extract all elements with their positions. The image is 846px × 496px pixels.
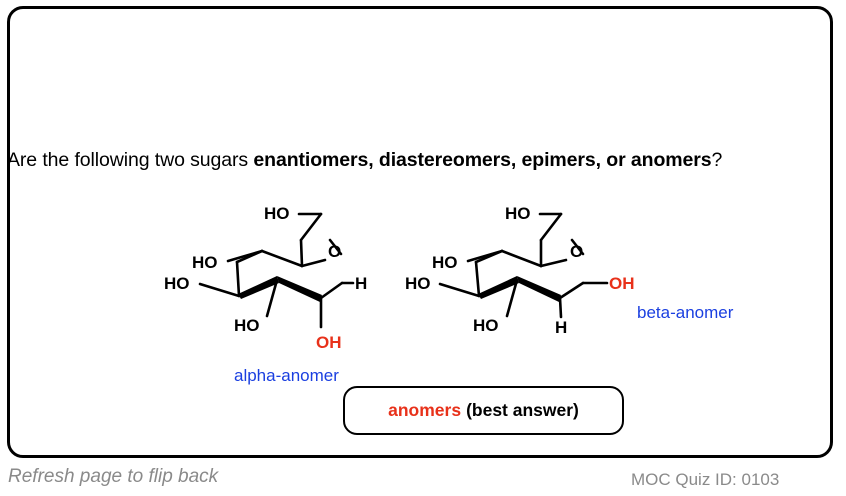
answer-box: anomers (best answer) [343,386,624,435]
refresh-hint: Refresh page to flip back [8,466,219,487]
alpha-anomeric-oh: OH [316,333,342,352]
beta-ho-bottom: HO [473,316,499,335]
answer-note: (best answer) [466,400,579,420]
quiz-id: MOC Quiz ID: 0103 [631,470,780,489]
alpha-anomer-structure: HO O HO HO H HO OH alpha-anomer [164,204,367,385]
beta-ho-left: HO [405,274,431,293]
question-prefix: Are the following two sugars [7,149,254,171]
alpha-ho-bottom: HO [234,316,260,335]
alpha-ho-left: HO [164,274,190,293]
beta-h: H [555,318,567,337]
alpha-anomer-caption: alpha-anomer [234,366,339,385]
beta-anomer-caption: beta-anomer [637,303,734,322]
alpha-h: H [355,274,367,293]
alpha-ring-oxygen: O [328,242,341,261]
alpha-ho-top: HO [264,204,290,223]
alpha-ho-upper: HO [192,253,218,272]
question-text: Are the following two sugars enantiomers… [7,149,722,172]
answer-keyword: anomers [388,400,462,420]
quiz-card [7,6,833,458]
beta-anomer-structure: HO O HO HO OH HO H beta-anomer [405,204,734,337]
beta-anomeric-oh: OH [609,274,635,293]
beta-ho-top: HO [505,204,531,223]
question-options: enantiomers, diastereomers, epimers, or … [253,149,712,171]
question-suffix: ? [711,149,723,171]
beta-ho-upper: HO [432,253,458,272]
beta-ring-oxygen: O [570,242,583,261]
